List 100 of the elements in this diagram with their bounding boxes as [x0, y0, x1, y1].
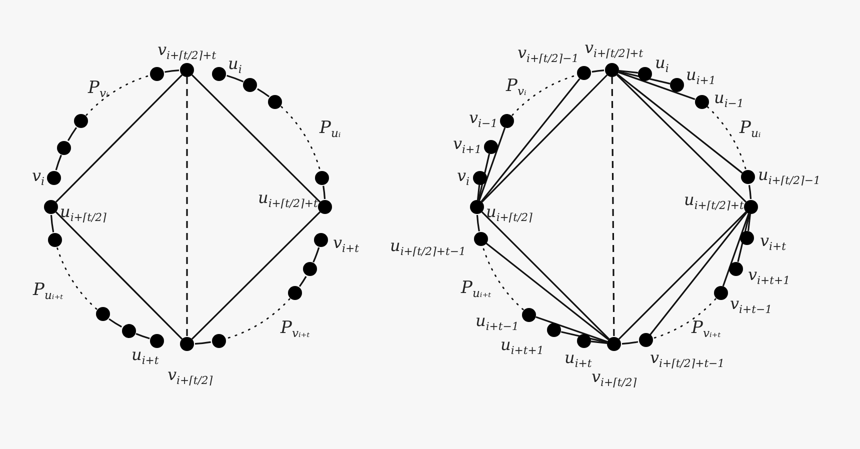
- vertex-dot: [180, 336, 194, 351]
- path-label: P$_{uᵢ}$: [320, 120, 341, 140]
- edge-line: [486, 242, 609, 340]
- edge-line: [50, 214, 54, 232]
- vertex-label: v$_{i+1}$: [453, 136, 482, 156]
- vertex-dot: [638, 333, 653, 348]
- edge-line: [616, 74, 747, 203]
- vertex-label: v$_{i+⌈t/2⌉}$: [168, 367, 213, 387]
- vertex-label: u$_{i+⌈t/2⌉}$: [486, 204, 532, 224]
- path-label: P$_{uᵢ₊ₜ}$: [461, 280, 492, 300]
- vertex-dot: [314, 171, 329, 186]
- dotted-arc: [56, 247, 98, 310]
- vertex-dot: [547, 323, 562, 338]
- dotted-arc: [280, 106, 321, 171]
- vertex-label: v$_{i+⌈t/2⌉+t−1}$: [650, 350, 725, 370]
- vertex-dot: [243, 78, 258, 92]
- edge-line: [55, 74, 183, 203]
- vertex-dot: [314, 232, 328, 247]
- path-label: P$_{vᵢ}$: [88, 80, 108, 100]
- dashed-line: [611, 77, 615, 337]
- vertex-dot: [744, 200, 758, 214]
- vertex-label: v$_{i+⌈t/2⌉+t}$: [158, 42, 216, 62]
- edge-line: [164, 70, 180, 73]
- edge-line: [226, 74, 244, 82]
- vertex-label: u$_{i+t}$: [132, 347, 159, 367]
- edge-line: [322, 186, 326, 200]
- vertex-label: v$_{i+t+1}$: [748, 267, 790, 287]
- dashed-line: [186, 77, 188, 337]
- vertex-dot: [714, 286, 728, 300]
- vertex-label: u$_{i+⌈t/2⌉+t}$: [258, 190, 318, 210]
- vertex-label: u$_{i}$: [655, 55, 669, 75]
- edge-line: [257, 88, 270, 98]
- vertex-label: u$_{i+t−1}$: [476, 313, 519, 333]
- vertex-label: u$_{i+t}$: [564, 350, 592, 370]
- edge-line: [191, 74, 321, 203]
- vertex-dot: [473, 171, 488, 186]
- edge-line: [481, 211, 610, 340]
- edge-line: [191, 211, 321, 340]
- vertex-dot: [500, 114, 514, 128]
- vertex-dot: [288, 286, 302, 300]
- dotted-arc: [706, 106, 746, 170]
- vertex-dot: [474, 232, 488, 246]
- edge-line: [298, 276, 307, 287]
- vertex-dot: [268, 94, 282, 108]
- vertex-dot: [44, 200, 58, 214]
- path-label: P$_{vᵢ₊ₜ}$: [692, 320, 721, 340]
- path-label: P$_{uᵢ}$: [740, 120, 761, 140]
- edge-line: [592, 70, 604, 73]
- edge-line: [622, 341, 638, 345]
- vertex-dot: [605, 63, 619, 77]
- vertex-label: v$_{i+t}$: [333, 235, 360, 255]
- edge-line: [194, 341, 211, 345]
- edge-line: [737, 214, 750, 262]
- edge-line: [55, 154, 62, 170]
- edge-line: [722, 213, 750, 286]
- vertex-dot: [740, 230, 754, 245]
- vertex-dot: [47, 170, 62, 185]
- vertex-dot: [150, 334, 164, 348]
- edge-line: [312, 247, 320, 263]
- vertex-dot: [212, 66, 226, 81]
- vertex-dot: [302, 262, 317, 276]
- edge-line: [650, 212, 748, 336]
- vertex-dot: [122, 324, 136, 338]
- vertex-dot: [740, 170, 755, 184]
- vertex-label: v$_{i+⌈t/2⌉−1}$: [518, 45, 579, 65]
- vertex-dot: [180, 63, 194, 77]
- vertex-dot: [74, 114, 88, 128]
- vertex-label: u$_{i−1}$: [714, 90, 744, 110]
- vertex-dot: [577, 66, 592, 80]
- dotted-arc: [226, 298, 290, 340]
- path-label: P$_{vᵢ}$: [506, 78, 526, 98]
- vertex-dot: [638, 66, 652, 81]
- vertex-label: v$_{i}$: [32, 168, 45, 188]
- vertex-label: v$_{i+t−1}$: [730, 296, 772, 316]
- vertex-dot: [670, 78, 684, 92]
- vertex-dot: [729, 262, 744, 276]
- vertex-label: u$_{i+⌈t/2⌉}$: [60, 204, 106, 224]
- edge-line: [536, 316, 608, 342]
- vertex-label: u$_{i+t+1}$: [500, 337, 544, 357]
- vertex-label: u$_{i}$: [228, 56, 242, 76]
- vertex-label: v$_{i}$: [457, 168, 470, 188]
- vertex-dot: [470, 200, 484, 214]
- vertex-dot: [577, 334, 592, 348]
- edge-line: [748, 185, 752, 200]
- vertex-dot: [150, 66, 164, 81]
- edge-line: [55, 211, 183, 340]
- edge-line: [747, 214, 751, 231]
- edge-line: [618, 72, 696, 100]
- edge-line: [590, 340, 608, 344]
- vertex-label: u$_{i+1}$: [686, 67, 716, 87]
- dotted-arc: [86, 74, 150, 116]
- path-label: P$_{vᵢ₊ₜ}$: [280, 320, 310, 340]
- vertex-dot: [522, 308, 536, 322]
- edge-line: [481, 74, 608, 203]
- edge-line: [478, 154, 490, 200]
- edge-line: [618, 70, 638, 74]
- vertex-label: v$_{i+⌈t/2⌉+t}$: [584, 40, 644, 60]
- vertex-label: u$_{i+⌈t/2⌉+t}$: [684, 192, 744, 212]
- vertex-label: u$_{i+⌈t/2⌉−1}$: [758, 167, 820, 187]
- vertex-label: v$_{i+⌈t/2⌉}$: [592, 369, 637, 389]
